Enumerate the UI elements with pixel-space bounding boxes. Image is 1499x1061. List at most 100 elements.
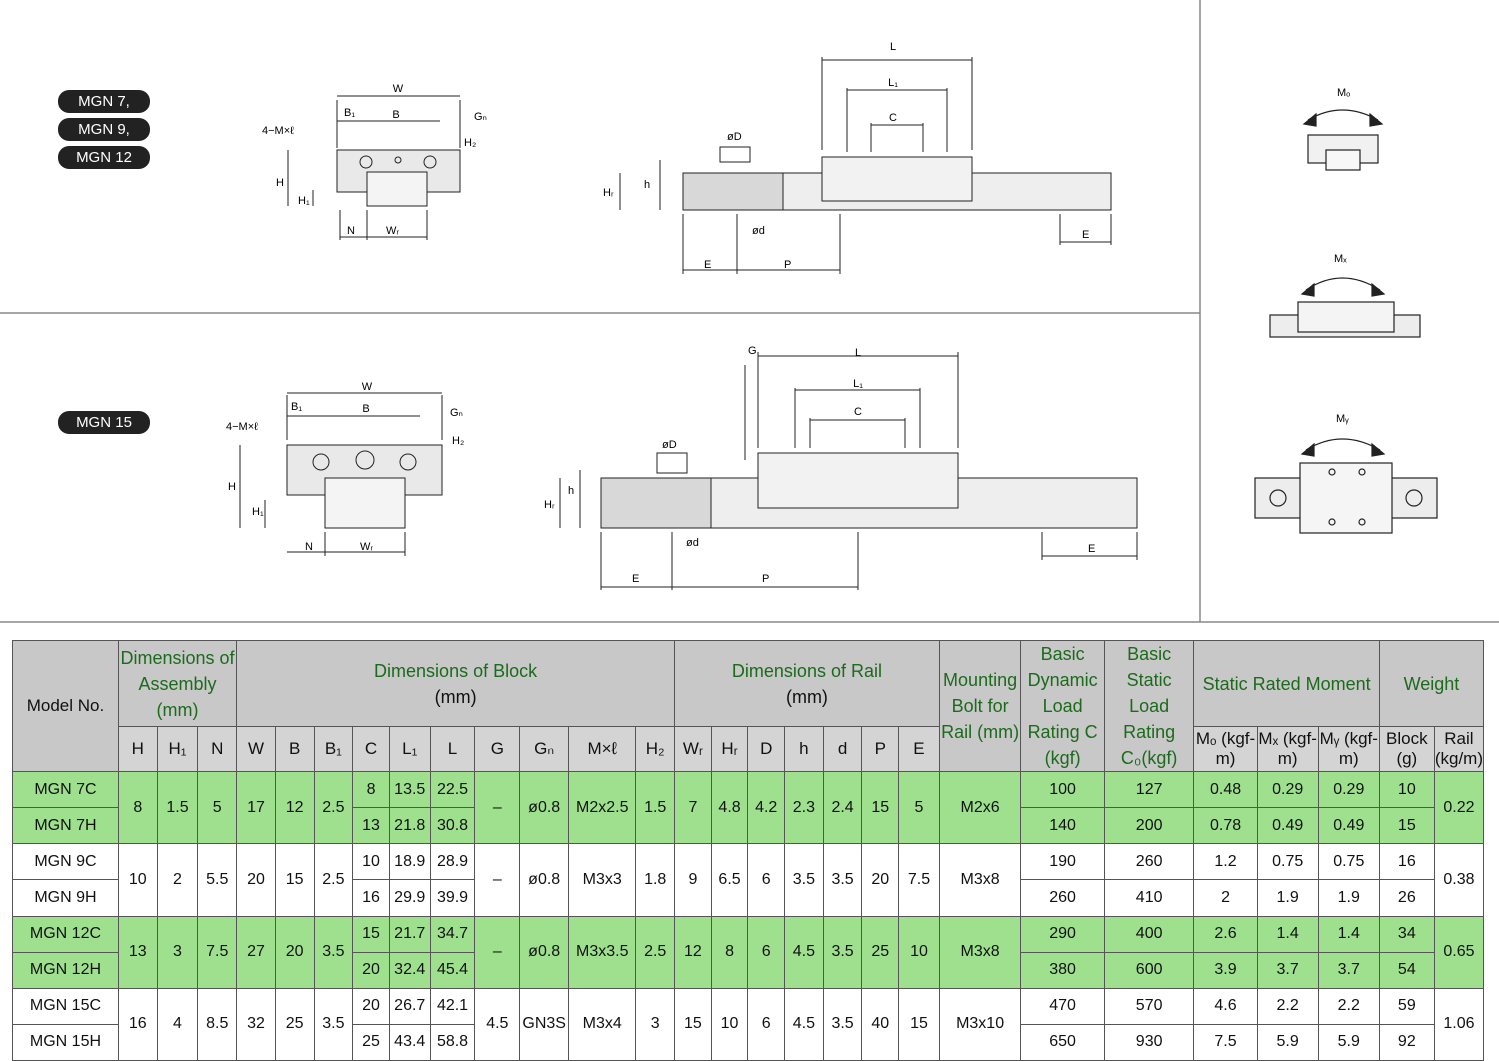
cell-dyn: 100	[1020, 770, 1105, 809]
cell-mx: 1.9	[1256, 879, 1319, 917]
cell-l: 58.8	[429, 1023, 476, 1061]
cell-ml: M3x4	[568, 987, 637, 1061]
cell-mo: 7.5	[1193, 1023, 1258, 1061]
cell-model: MGN 9C	[12, 843, 119, 881]
label-p-2: P	[762, 573, 769, 585]
cell-stat: 930	[1103, 1023, 1195, 1061]
label-l1: L₁	[888, 77, 898, 89]
cell-d: 3.5	[822, 915, 863, 989]
model-badge-mgn12: MGN 12	[58, 146, 150, 169]
block-section-large	[239, 392, 443, 556]
cell-my: 1.9	[1317, 879, 1380, 917]
header-rail: Dimensions of Rail(mm)	[674, 639, 940, 728]
rail-side-large	[559, 352, 1138, 590]
label-b-2: B	[362, 403, 369, 415]
cell-l: 34.7	[429, 915, 476, 953]
subheader-col: M×ℓ	[568, 726, 637, 772]
subheader-col: L₁	[388, 726, 431, 772]
header-block-title: Dimensions of Block	[374, 660, 538, 681]
header-rail-weight: Rail (kg/m)	[1433, 726, 1485, 772]
cell-b1: 3.5	[313, 915, 354, 989]
cell-gn: ø0.8	[519, 915, 570, 989]
cell-mx: 0.49	[1256, 807, 1319, 845]
cell-e: 10	[898, 915, 940, 989]
moment-my-diagram	[1254, 438, 1438, 534]
cell-l1: 21.8	[388, 807, 431, 845]
cell-d: 3.5	[822, 843, 863, 917]
subheader-col: P	[861, 726, 900, 772]
cell-mo: 2.6	[1193, 915, 1258, 953]
cell-w: 17	[236, 770, 276, 845]
cell-n: 5.5	[197, 843, 238, 917]
moment-mx-diagram	[1269, 277, 1421, 338]
model-badge-mgn9: MGN 9,	[58, 118, 150, 141]
cell-b1: 3.5	[313, 987, 354, 1061]
cell-h: 4.5	[784, 915, 824, 989]
model-badge-mgn15: MGN 15	[58, 411, 150, 434]
cell-h2: 1.8	[635, 843, 676, 917]
label-hs-2: h	[568, 485, 574, 497]
cell-h1: 4	[156, 987, 199, 1061]
moment-mo-diagram	[1302, 109, 1384, 171]
cell-l1: 32.4	[388, 951, 431, 989]
label-h1-2: H₁	[252, 506, 264, 518]
label-hs: h	[644, 179, 650, 191]
cell-g: –	[474, 770, 521, 845]
label-e: E	[704, 259, 711, 271]
cell-n: 7.5	[197, 915, 238, 989]
label-gn-2: Gₙ	[450, 407, 463, 419]
label-od-2: øD	[662, 439, 677, 451]
cell-b: 15	[274, 843, 315, 917]
cell-l1: 29.9	[388, 879, 431, 917]
cell-mo: 0.48	[1193, 770, 1258, 809]
cell-h: 3.5	[784, 843, 824, 917]
label-wr-2: Wᵣ	[360, 541, 373, 553]
label-gn: Gₙ	[474, 111, 487, 123]
cell-block: 34	[1378, 915, 1435, 953]
cell-model: MGN 7C	[12, 770, 119, 809]
label-od: øD	[727, 131, 742, 143]
cell-gn: ø0.8	[519, 843, 570, 917]
cell-l: 28.9	[429, 843, 476, 881]
cell-c: 10	[352, 843, 390, 881]
cell-d: 3.5	[822, 987, 863, 1061]
cell-l: 30.8	[429, 807, 476, 845]
cell-wr: 15	[674, 987, 712, 1061]
cell-l1: 13.5	[388, 770, 431, 809]
cell-mo: 0.78	[1193, 807, 1258, 845]
label-h1: H₁	[298, 195, 310, 207]
subheader-col: E	[898, 726, 940, 772]
cell-mo: 3.9	[1193, 951, 1258, 989]
cell-mx: 1.4	[1256, 915, 1319, 953]
cell-mo: 2	[1193, 879, 1258, 917]
model-badge-mgn7: MGN 7,	[58, 90, 150, 113]
label-c: C	[889, 112, 897, 124]
cell-my: 5.9	[1317, 1023, 1380, 1061]
cell-block: 54	[1378, 951, 1435, 989]
subheader-col: B₁	[313, 726, 354, 772]
cell-my: 0.49	[1317, 807, 1380, 845]
cell-d: 6	[747, 987, 786, 1061]
header-mx: Mₓ (kgf-m)	[1256, 726, 1319, 772]
cell-my: 0.29	[1317, 770, 1380, 809]
cell-block: 10	[1378, 770, 1435, 809]
cell-ml: M2x2.5	[568, 770, 637, 845]
cell-mx: 5.9	[1256, 1023, 1319, 1061]
cell-stat: 600	[1103, 951, 1195, 989]
label-h2-2: H₂	[452, 435, 464, 447]
subheader-col: B	[274, 726, 315, 772]
label-d-2: ød	[686, 537, 699, 549]
cell-gn: GN3S	[519, 987, 570, 1061]
cell-w: 27	[236, 915, 276, 989]
cell-b: 25	[274, 987, 315, 1061]
cell-bolt: M3x10	[938, 987, 1022, 1061]
header-my: Mᵧ (kgf-m)	[1317, 726, 1380, 772]
header-dynamic-load: Basic Dynamic Load Rating C (kgf)	[1020, 640, 1105, 772]
label-w: W	[393, 83, 404, 95]
header-block-weight: Block (g)	[1378, 726, 1435, 772]
label-w-2: W	[362, 381, 373, 393]
